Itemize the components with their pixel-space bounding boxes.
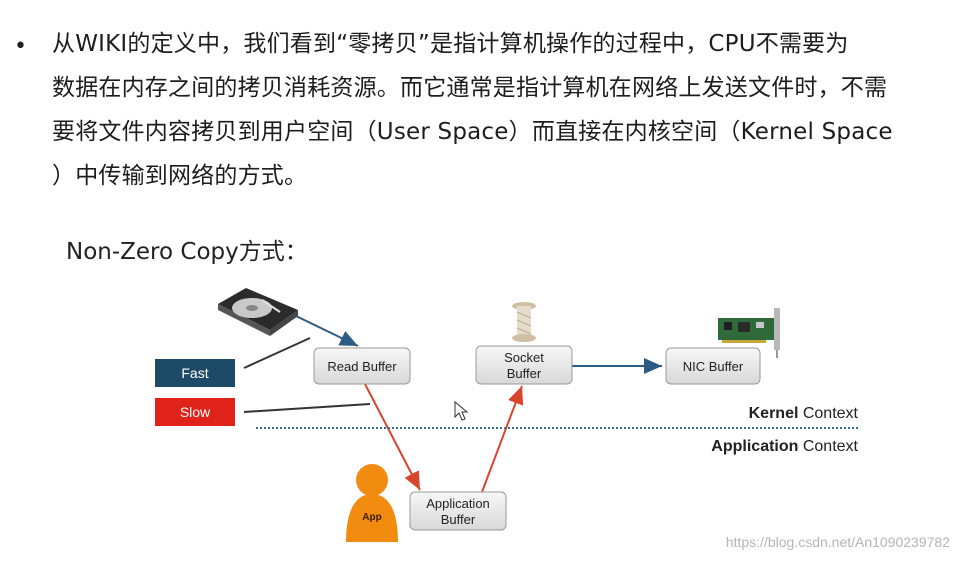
svg-text:NIC Buffer: NIC Buffer <box>683 359 744 374</box>
svg-text:Read Buffer: Read Buffer <box>327 359 397 374</box>
network-card-icon <box>718 308 780 358</box>
section-subtitle: Non-Zero Copy方式： <box>66 239 308 265</box>
nic-buffer-box: NIC Buffer <box>665 347 761 385</box>
kernel-context-label: Kernel Context <box>749 405 859 422</box>
paragraph-line: 数据在内存之间的拷贝消耗资源。而它通常是指计算机在网络上发送文件时，不需 <box>52 75 888 101</box>
application-buffer-box: Application Buffer <box>409 491 507 531</box>
mouse-cursor-icon <box>454 400 469 421</box>
svg-text:Slow: Slow <box>180 404 211 420</box>
paragraph-line: 要将文件内容拷贝到用户空间（User Space）而直接在内核空间（Kernel… <box>52 119 893 145</box>
svg-text:Application: Application <box>426 496 490 511</box>
paragraph-line: ）中传输到网络的方式。 <box>52 163 308 189</box>
svg-text:Buffer: Buffer <box>441 512 476 527</box>
spool-icon <box>512 302 536 342</box>
slow-connector-line <box>243 403 371 413</box>
app-user-icon: App <box>346 464 398 542</box>
svg-text:Socket: Socket <box>504 350 544 365</box>
bullet-point: • <box>14 34 27 59</box>
read-buffer-box: Read Buffer <box>313 347 411 385</box>
app-to-socket-buffer-arrow <box>481 385 524 493</box>
paragraph-line: 从WIKI的定义中，我们看到“零拷贝”是指计算机操作的过程中，CPU不需要为 <box>52 31 849 57</box>
hard-disk-icon <box>218 288 298 336</box>
slow-label: Slow <box>155 398 235 426</box>
fast-label: Fast <box>155 359 235 387</box>
svg-text:App: App <box>362 512 381 523</box>
svg-text:Fast: Fast <box>181 365 208 381</box>
socket-buffer-box: Socket Buffer <box>475 345 573 385</box>
watermark: https://blog.csdn.net/An1090239782 <box>725 534 950 550</box>
read-to-app-buffer-arrow <box>364 383 421 491</box>
svg-text:Buffer: Buffer <box>507 366 542 381</box>
application-context-label: Application Context <box>711 438 858 455</box>
disk-to-read-buffer-arrow <box>295 315 359 347</box>
fast-connector-line <box>243 337 311 369</box>
intro-paragraph: 从WIKI的定义中，我们看到“零拷贝”是指计算机操作的过程中，CPU不需要为 数… <box>52 22 942 198</box>
